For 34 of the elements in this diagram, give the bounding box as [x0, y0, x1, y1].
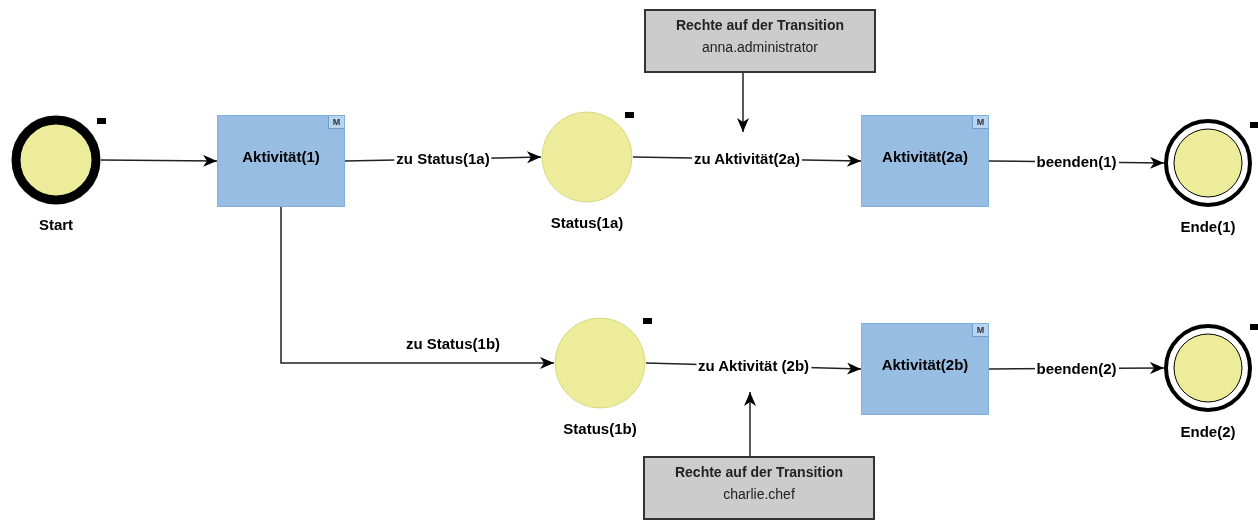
note-heading: Rechte auf der Transition	[674, 464, 843, 482]
activity-label: Aktivität(2a)	[882, 146, 968, 167]
state-node	[554, 317, 646, 436]
node-label: Status(1a)	[550, 215, 624, 230]
activity-box	[217, 115, 345, 207]
activity-box	[861, 323, 989, 415]
node-label: Ende(2)	[1180, 424, 1236, 439]
edge-label: zu Aktivität (2b)	[695, 357, 812, 375]
badge: M	[972, 116, 988, 129]
arrow	[100, 154, 218, 167]
note-text: charlie.chef	[723, 485, 795, 503]
end-node	[1164, 324, 1252, 439]
activity-label: Aktivität(1)	[242, 146, 320, 167]
edge-label: zu Aktivität(2a)	[691, 150, 803, 168]
edge-label: zu Status(1a)	[394, 150, 492, 168]
note-box	[643, 456, 875, 520]
badge: M	[328, 116, 344, 129]
note-text: anna.administrator	[702, 38, 818, 56]
state-node	[541, 111, 633, 230]
edge-label: zu Status(1b)	[403, 335, 503, 353]
node-label: Status(1b)	[563, 421, 637, 436]
node-label: Start	[38, 217, 74, 232]
edge-label: beenden(1)	[1034, 153, 1119, 171]
note-box	[644, 9, 876, 73]
activity-box	[861, 115, 989, 207]
end-node	[1164, 119, 1252, 234]
note-heading: Rechte auf der Transition	[675, 17, 844, 35]
arrow	[737, 72, 749, 133]
activity-label: Aktivität(2b)	[881, 354, 969, 375]
arrow	[744, 391, 756, 457]
start-node	[11, 115, 101, 232]
badge: M	[972, 324, 988, 337]
arrow	[280, 206, 555, 369]
node-label: Ende(1)	[1180, 219, 1236, 234]
